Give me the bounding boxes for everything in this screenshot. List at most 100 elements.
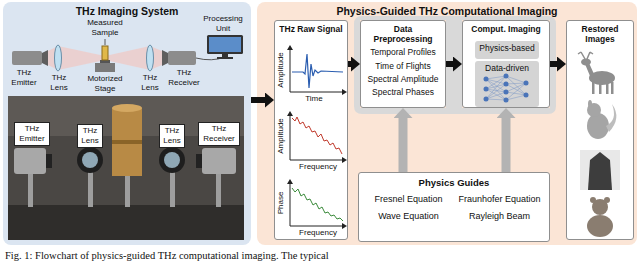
preprocessing-box: Data PreprocessingTemporal ProfilesTime … bbox=[360, 20, 446, 108]
thz-schematic bbox=[42, 50, 48, 66]
part-label: THz Receiver bbox=[164, 68, 204, 88]
node-heading: Data-driven bbox=[477, 63, 537, 73]
part-label: THz Emitter bbox=[4, 68, 44, 88]
neural-network bbox=[484, 74, 529, 103]
photo-tag: THz Receiver bbox=[198, 122, 240, 146]
signal-plots bbox=[342, 89, 347, 95]
thz-schematic bbox=[100, 60, 110, 63]
method-box: Physics-based bbox=[475, 41, 539, 59]
thz-schematic bbox=[209, 37, 241, 52]
node-item: Spectral Amplitude bbox=[364, 74, 442, 84]
thz-schematic bbox=[162, 50, 168, 66]
restored-image bbox=[606, 82, 609, 94]
setup-photo bbox=[77, 147, 103, 173]
emitter-symbol bbox=[12, 51, 42, 65]
setup-photo bbox=[112, 140, 142, 144]
flow-arrow bbox=[251, 97, 265, 103]
node-item: Rayleigh Beam bbox=[454, 211, 545, 222]
guide-arrow bbox=[502, 118, 511, 172]
node-heading: Physics-Guided THz Computational Imaging bbox=[257, 5, 637, 18]
node-item: Wave Equation bbox=[363, 211, 454, 222]
flow-arrow bbox=[348, 61, 351, 67]
node-heading: Data Preprocessing bbox=[364, 24, 442, 44]
thz-schematic bbox=[12, 35, 243, 72]
thz-schematic bbox=[222, 54, 228, 57]
receiver-symbol bbox=[168, 51, 196, 65]
neural-network bbox=[504, 74, 509, 79]
signal-plots bbox=[287, 45, 293, 50]
photo-tag: THz Lens bbox=[159, 124, 185, 148]
node-item: Time of Flights bbox=[364, 61, 442, 71]
setup-photo bbox=[8, 96, 244, 240]
leader-line bbox=[105, 39, 106, 45]
restored-image bbox=[587, 113, 609, 139]
setup-photo bbox=[14, 148, 46, 174]
restored-image bbox=[587, 103, 601, 117]
setup-photo bbox=[196, 154, 202, 168]
restored-image bbox=[587, 215, 613, 237]
thz-schematic bbox=[105, 46, 162, 70]
thz-schematic bbox=[217, 57, 233, 59]
flow-arrow bbox=[446, 61, 453, 67]
restored-image bbox=[599, 82, 602, 94]
setup-photo bbox=[8, 96, 244, 240]
signal-plots bbox=[290, 50, 342, 226]
setup-photo bbox=[28, 174, 33, 207]
restored-image bbox=[578, 52, 593, 59]
neural-network bbox=[486, 76, 526, 100]
neural-network bbox=[504, 82, 509, 87]
restored-image bbox=[587, 197, 613, 237]
guide-arrow bbox=[399, 118, 408, 172]
signal-plots bbox=[287, 45, 347, 229]
method-box: Data-driven bbox=[475, 61, 539, 107]
restored-image bbox=[588, 100, 592, 108]
restored-image bbox=[606, 104, 616, 132]
neural-network bbox=[504, 90, 509, 95]
thz-schematic bbox=[48, 46, 105, 70]
restored-image bbox=[611, 82, 614, 94]
axis-label: Amplitude bbox=[276, 48, 286, 92]
setup-photo bbox=[216, 174, 221, 207]
node-item: Fraunhofer Equation bbox=[454, 194, 545, 205]
node-item: Fresnel Equation bbox=[363, 194, 454, 205]
restored-images-box: Restored Images bbox=[566, 20, 634, 240]
neural-network bbox=[524, 81, 529, 86]
setup-photo bbox=[8, 205, 244, 240]
part-label: Processing Unit bbox=[198, 14, 248, 34]
setup-photo bbox=[125, 176, 130, 207]
node-heading: THz Raw Signal bbox=[278, 24, 344, 34]
signal-plots bbox=[292, 54, 343, 88]
restored-image bbox=[604, 197, 610, 203]
restored-image bbox=[585, 63, 594, 76]
axis-label: Frequency bbox=[292, 162, 344, 172]
setup-photo bbox=[159, 147, 185, 173]
signal-plots bbox=[342, 223, 347, 229]
node-heading: Comput. Imaging bbox=[466, 24, 546, 34]
node-item: Spectral Phases bbox=[364, 87, 442, 97]
neural-network bbox=[484, 97, 489, 102]
physics-guides-box: Physics GuidesFresnel EquationFraunhofer… bbox=[358, 172, 550, 242]
cable bbox=[196, 57, 225, 60]
monitor-symbol bbox=[207, 35, 243, 54]
axis-label: Phase bbox=[276, 181, 286, 225]
signal-plots bbox=[292, 117, 342, 154]
part-label: THz Lens bbox=[137, 73, 163, 93]
photo-tag: THz Lens bbox=[77, 124, 103, 148]
signal-plots bbox=[292, 188, 343, 221]
node-heading: Physics Guides bbox=[363, 177, 545, 188]
flow-arrow bbox=[550, 61, 557, 67]
node-heading: Restored Images bbox=[570, 24, 630, 44]
group-region bbox=[354, 16, 556, 114]
lens-symbol bbox=[55, 45, 62, 71]
restored-image bbox=[588, 152, 612, 190]
setup-photo bbox=[164, 152, 180, 168]
part-label: Motorized Stage bbox=[82, 74, 128, 94]
group-region bbox=[354, 16, 556, 114]
axis-label: Amplitude bbox=[276, 114, 286, 158]
setup-photo bbox=[202, 148, 236, 174]
computation-box: Comput. ImagingPhysics-basedData-driven bbox=[462, 20, 550, 108]
setup-photo bbox=[170, 172, 175, 207]
setup-photo bbox=[88, 172, 93, 207]
